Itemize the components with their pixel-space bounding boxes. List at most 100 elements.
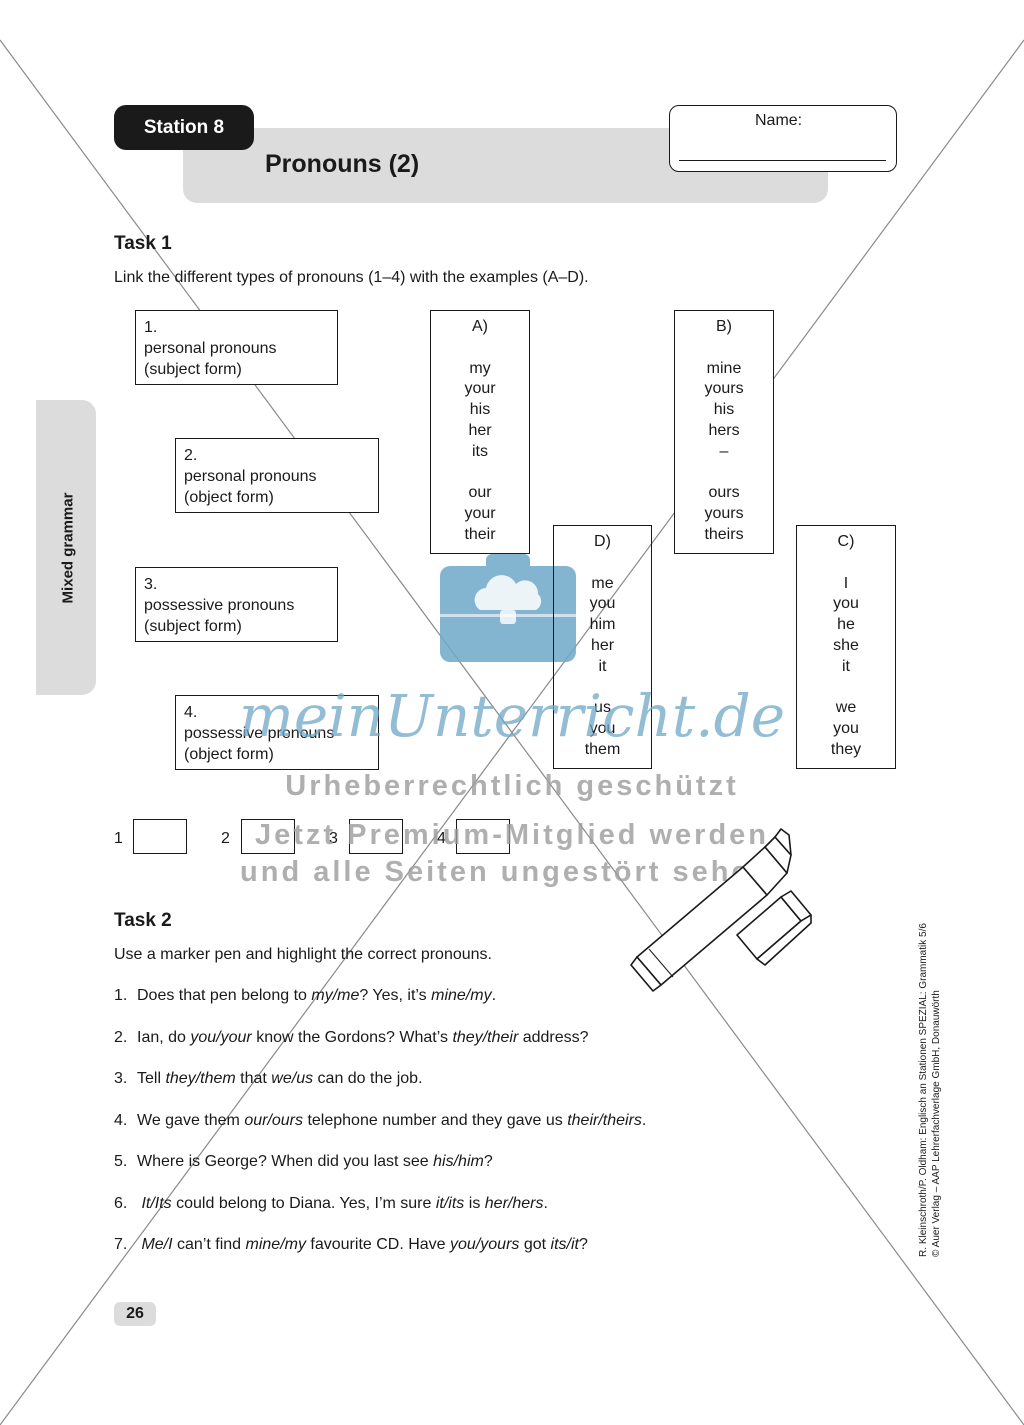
pronoun-word: its: [472, 442, 488, 460]
pronoun-choice[interactable]: they/their: [452, 1029, 519, 1046]
watermark-brand: meinUnterricht.de: [238, 682, 786, 750]
type-line: (subject form): [144, 618, 242, 635]
pronoun-choice[interactable]: our/ours: [244, 1112, 304, 1129]
pronoun-word: [675, 463, 773, 484]
sentence-text: can do the job.: [313, 1070, 423, 1087]
pronoun-word: you: [589, 720, 616, 738]
pronoun-type-box-1: 1. personal pronouns (subject form): [135, 310, 338, 385]
pronoun-word: your: [464, 380, 496, 398]
station-badge: Station 8: [114, 105, 254, 150]
type-line: possessive pronouns: [144, 597, 295, 614]
credit-line: © Auer Verlag – AAP Lehrerfachverlage Gm…: [931, 990, 942, 1257]
sentence-text: Where is George? When did you last see: [137, 1153, 434, 1170]
pronoun-choice[interactable]: my/me: [311, 987, 360, 1004]
sentence-number: 7.: [114, 1236, 128, 1253]
type-line: (subject form): [144, 361, 242, 378]
pronoun-choice[interactable]: his/him: [433, 1153, 484, 1170]
sentence: 7. Me/I can’t find mine/my favourite CD.…: [114, 1236, 588, 1254]
task1-heading: Task 1: [114, 233, 172, 254]
task2-heading: Task 2: [114, 910, 172, 931]
sentence-number: 3.: [114, 1070, 128, 1087]
type-line: personal pronouns: [144, 340, 277, 357]
answer-label-3: 3: [329, 830, 338, 847]
sentence-text: got: [519, 1236, 551, 1253]
sentence-text: that: [235, 1070, 272, 1087]
answer-box-2[interactable]: [241, 819, 295, 854]
pronoun-word: them: [584, 740, 621, 758]
sentence-text: .: [491, 987, 497, 1004]
answer-box-1[interactable]: [133, 819, 187, 854]
pronoun-choice[interactable]: mine/my: [245, 1236, 306, 1253]
pronoun-word: it: [598, 657, 607, 675]
sentence-text: can’t find: [172, 1236, 246, 1253]
pronoun-word: our: [468, 484, 492, 502]
answer-box-3[interactable]: [349, 819, 403, 854]
pronoun-word: I: [843, 574, 849, 592]
watermark-line: Urheberrechtlich geschützt: [285, 770, 739, 802]
pronoun-choice[interactable]: they/them: [165, 1070, 236, 1087]
pronoun-choice[interactable]: her/hers: [484, 1195, 544, 1212]
side-tab-label: Mixed grammar: [59, 492, 77, 604]
pronoun-type-box-4: 4. possessive pronouns (object form): [175, 695, 379, 770]
pronoun-word: him: [589, 616, 616, 634]
pronoun-choice[interactable]: you/yours: [450, 1236, 520, 1253]
pronoun-word: my: [469, 359, 491, 377]
pronoun-word: mine: [706, 359, 742, 377]
pronoun-word: [675, 338, 773, 359]
type-number: 2.: [184, 447, 198, 464]
sentence-number: 1.: [114, 987, 128, 1004]
sentence-text: could belong to Diana. Yes, I’m sure: [171, 1195, 436, 1212]
pronoun-choice[interactable]: you/your: [190, 1029, 252, 1046]
pronoun-choice[interactable]: Me/I: [141, 1236, 173, 1253]
pronoun-word: we: [835, 699, 857, 717]
pronoun-word: he: [837, 616, 855, 634]
pronoun-word: her: [468, 421, 492, 439]
pronoun-word: you: [833, 720, 859, 738]
pronoun-word: she: [833, 636, 859, 654]
briefcase-cloud-icon: [440, 554, 576, 662]
credit-line: R. Kleinschroth/P. Oldham: Englisch an S…: [918, 923, 929, 1257]
type-number: 3.: [144, 576, 158, 593]
pronoun-word: their: [464, 525, 496, 543]
type-line: possessive pronouns: [184, 725, 335, 742]
pronoun-word: you: [589, 595, 616, 613]
task2-instruction: Use a marker pen and highlight the corre…: [114, 946, 492, 963]
column-label: A): [472, 318, 488, 335]
pronoun-choice[interactable]: we/us: [271, 1070, 314, 1087]
example-column-c: C) I you he she it we you they: [796, 525, 896, 769]
example-column-a: A) my your his her its our your their: [430, 310, 530, 554]
sentence: 2.Ian, do you/your know the Gordons? Wha…: [114, 1029, 589, 1047]
type-line: (object form): [184, 746, 274, 763]
pronoun-choice[interactable]: their/theirs: [567, 1112, 642, 1129]
sentence-number: 5.: [114, 1153, 128, 1170]
sentence-number: 4.: [114, 1112, 128, 1129]
answer-box-4[interactable]: [456, 819, 510, 854]
pronoun-word: –: [719, 442, 729, 460]
pronoun-word: hers: [708, 421, 740, 439]
pronoun-choice[interactable]: its/it: [550, 1236, 579, 1253]
pronoun-choice[interactable]: It/Its: [141, 1195, 172, 1212]
pronoun-word: [431, 463, 529, 484]
sentence: 4.We gave them our/ours telephone number…: [114, 1112, 646, 1130]
sentence: 5. Where is George? When did you last see…: [114, 1153, 493, 1171]
sentence-text: favourite CD. Have: [305, 1236, 451, 1253]
pronoun-word: his: [469, 401, 491, 419]
page-title: Pronouns (2): [265, 150, 420, 178]
pronoun-word: yours: [704, 380, 744, 398]
answer-label-2: 2: [221, 830, 230, 847]
name-input-line[interactable]: [679, 160, 886, 161]
sentence-text: Tell: [137, 1070, 166, 1087]
sentence-text: telephone number and they gave us: [303, 1112, 568, 1129]
name-label: Name:: [755, 112, 803, 129]
column-label: D): [594, 533, 611, 550]
copyright-credit: R. Kleinschroth/P. Oldham: Englisch an S…: [917, 923, 943, 1257]
pronoun-word: [431, 338, 529, 359]
type-number: 4.: [184, 704, 198, 721]
pronoun-word: her: [590, 636, 615, 654]
sentence-number: 2.: [114, 1029, 128, 1046]
pronoun-word: his: [713, 401, 735, 419]
pronoun-word: theirs: [704, 525, 744, 543]
pronoun-choice[interactable]: it/its: [435, 1195, 465, 1212]
type-number: 1.: [144, 319, 158, 336]
pronoun-choice[interactable]: mine/my: [431, 987, 492, 1004]
